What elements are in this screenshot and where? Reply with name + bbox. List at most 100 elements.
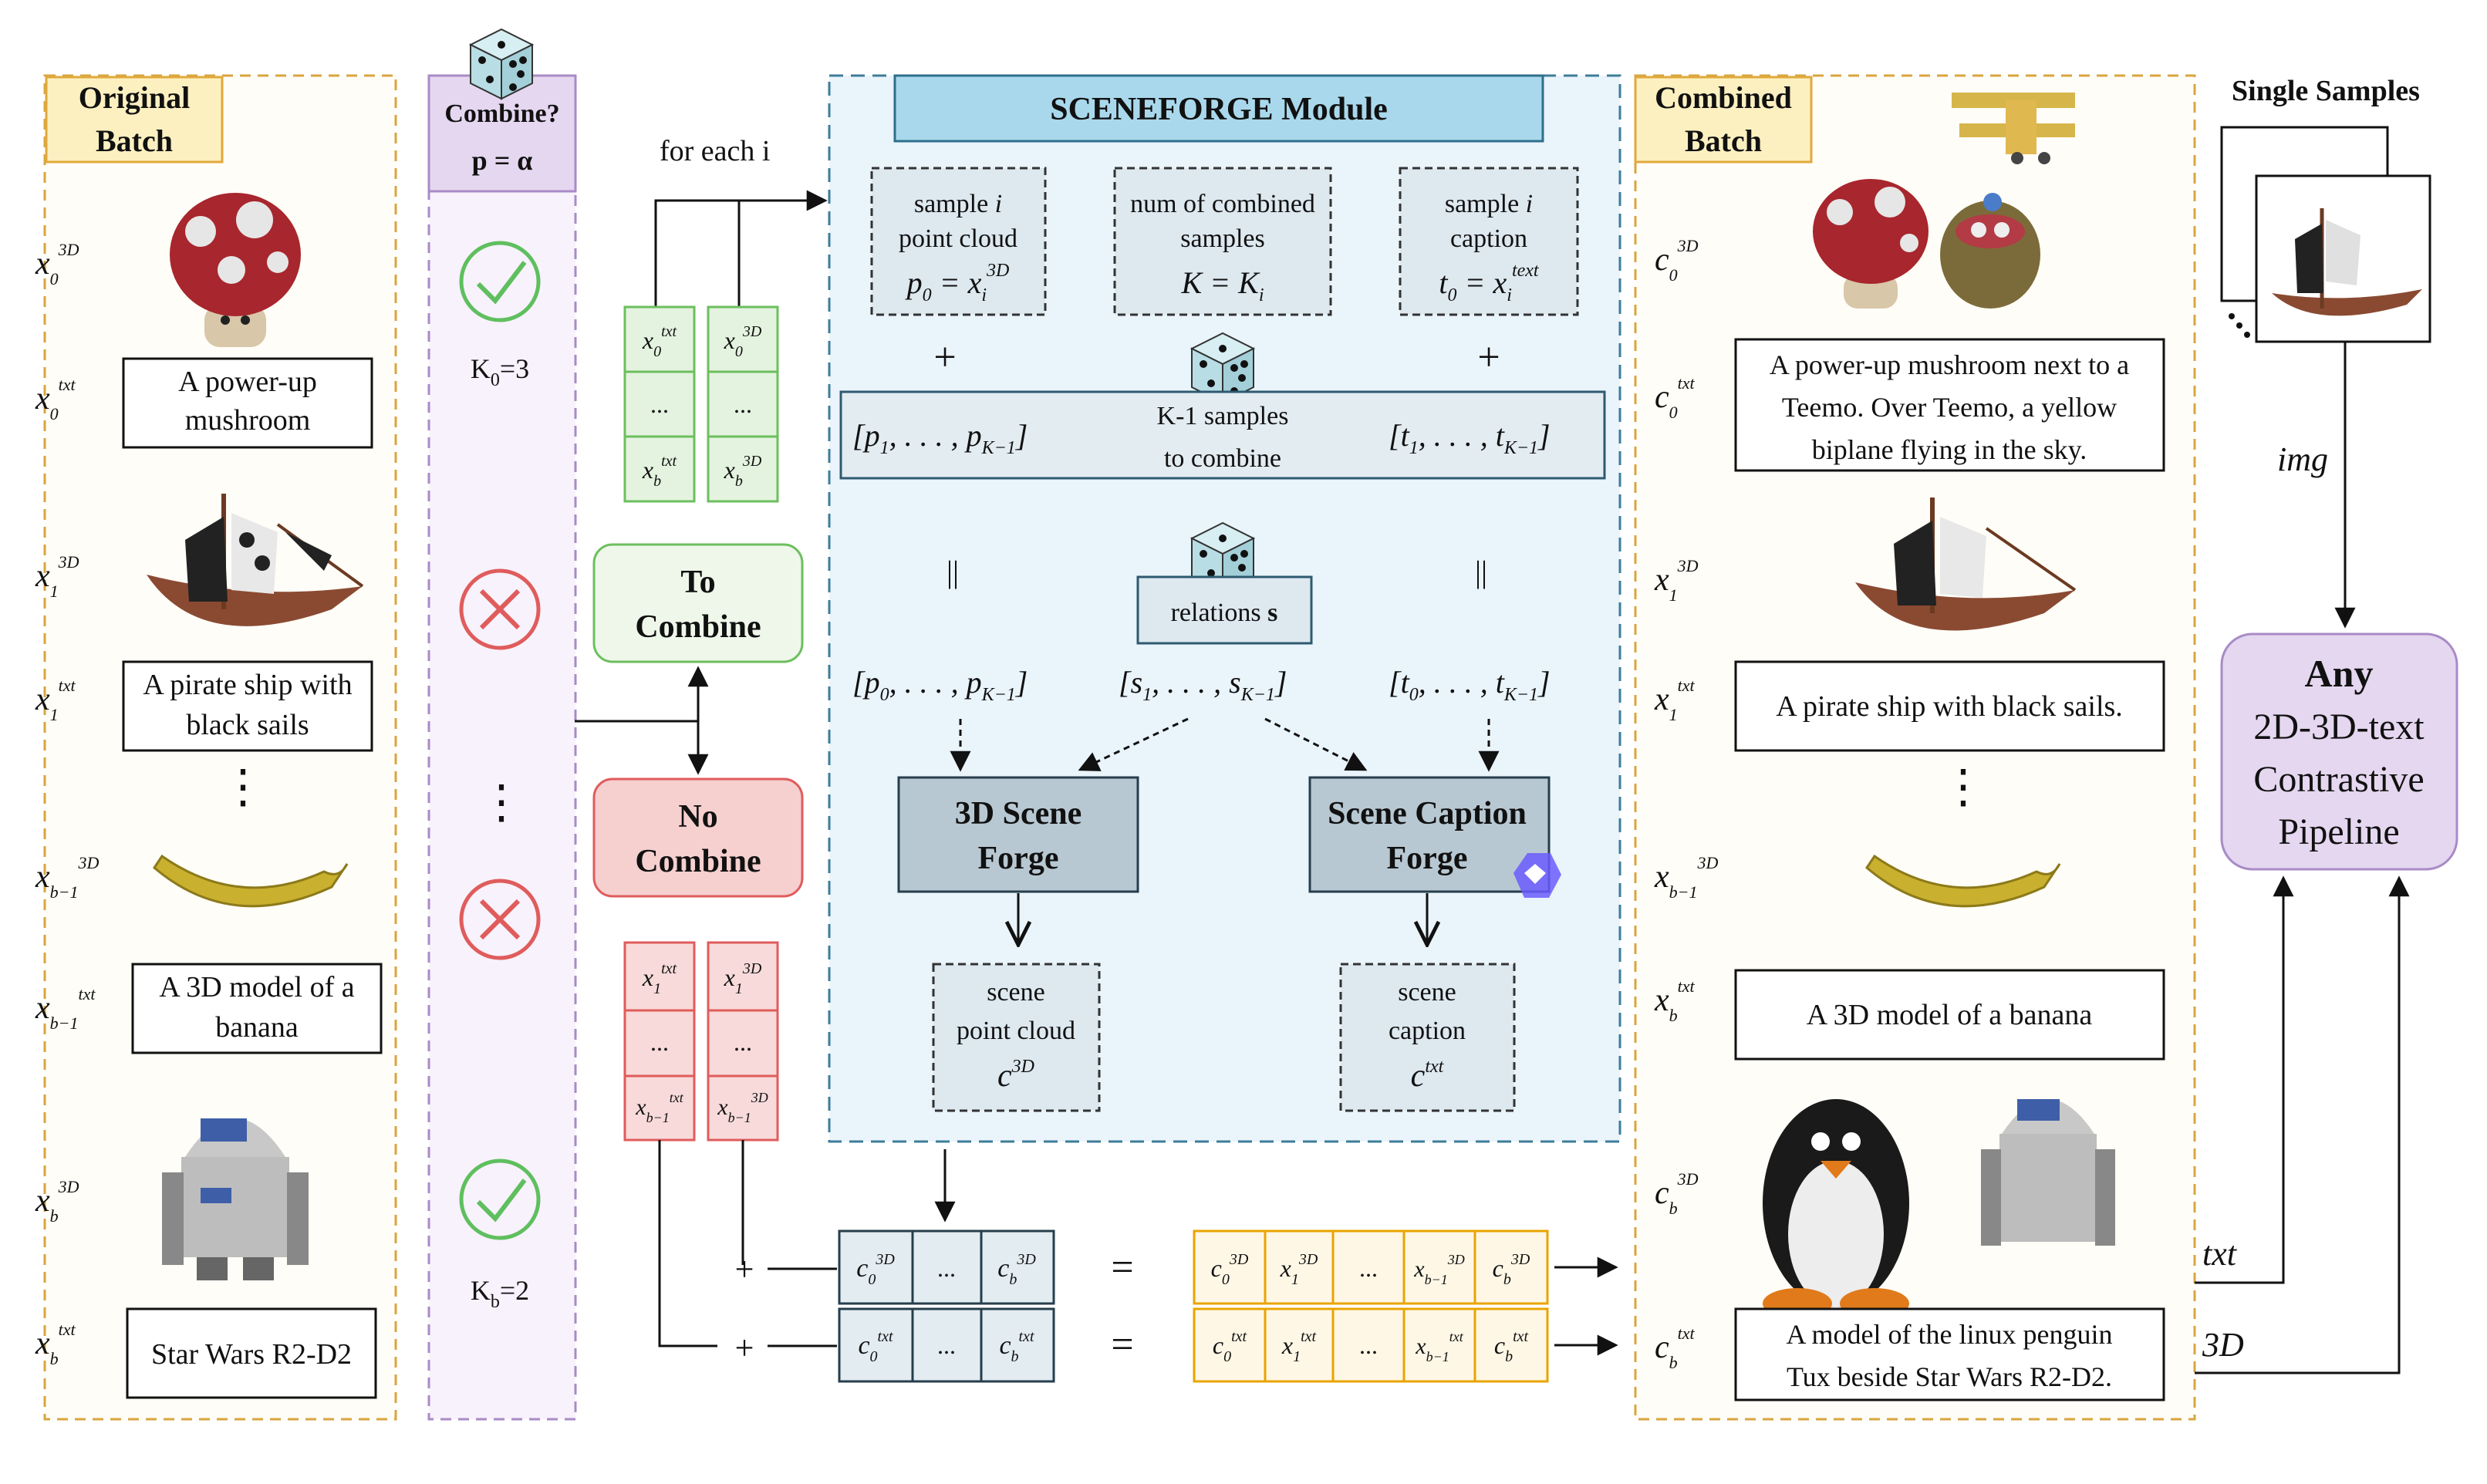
to-combine-1: To xyxy=(680,565,715,600)
out3d-1: scene xyxy=(987,978,1045,1007)
r2d2-image xyxy=(162,1118,309,1280)
eq-left: || xyxy=(947,555,959,589)
combine-dots: ⋮ xyxy=(478,777,525,828)
no-combine-2: Combine xyxy=(635,844,761,879)
sceneforge-module: SCENEFORGE Module sample i point cloud p… xyxy=(828,74,1621,1143)
forge-3d-1: 3D Scene xyxy=(955,796,1082,831)
to-combine-2: Combine xyxy=(635,609,761,645)
svg-text:...: ... xyxy=(650,390,669,418)
box3-line1: sample i xyxy=(1445,190,1533,218)
red-cells-txt: x1txt ... xb−1txt xyxy=(623,941,696,1142)
banana-image xyxy=(153,854,349,908)
cross-icon-1 xyxy=(459,568,541,650)
forge-cap-2: Forge xyxy=(1387,841,1468,876)
threeD-label: 3D xyxy=(2202,1326,2244,1364)
img-label: img xyxy=(2277,440,2328,478)
combined-batch-title-1: Combined xyxy=(1655,80,1792,115)
combined-batch-panel: Combined Batch c03D c0txt A power-up mus… xyxy=(1634,74,2196,1421)
combine-title: Combine? xyxy=(444,99,559,128)
dice-icon-combine xyxy=(468,28,535,100)
plus-3d: + xyxy=(735,1250,754,1288)
combined-batch-title-2: Batch xyxy=(1685,123,1762,158)
ksamples-2: to combine xyxy=(1164,444,1281,473)
caption-ship-1: A pirate ship with xyxy=(143,669,352,701)
routing: for each i x0txt ... xbtxt x03D ... xb3D… xyxy=(575,135,837,1367)
combined-row-txt: c0txt x1txt ... xb−1txt cbtxt xyxy=(1193,1307,1549,1383)
ksamples-1: K-1 samples xyxy=(1157,402,1289,430)
pirate-ship-image-combined xyxy=(1855,497,2077,631)
plus-left: + xyxy=(933,336,956,379)
box3-line2: caption xyxy=(1450,224,1527,253)
teemo-image xyxy=(1940,193,2040,309)
equals-3d: = xyxy=(1111,1246,1133,1290)
outcap-1: scene xyxy=(1398,978,1456,1007)
scene-row-3d: c03D ... cb3D xyxy=(838,1229,1055,1305)
box2-eq: K = Ki xyxy=(1180,265,1264,305)
t-list: [t1, . . . , tK−1] xyxy=(1389,418,1551,458)
out3d-2: point cloud xyxy=(957,1017,1075,1045)
equals-txt: = xyxy=(1111,1323,1133,1367)
pipeline-section: Single Samples img Any 2D-3D-text Contra… xyxy=(2195,75,2458,1374)
for-each-label: for each i xyxy=(660,135,770,167)
capb-line2: Tux beside Star Wars R2-D2. xyxy=(1787,1361,2112,1392)
box2-line2: samples xyxy=(1180,224,1265,253)
no-combine-box xyxy=(592,777,804,898)
cap1: A pirate ship with black sails. xyxy=(1776,690,2123,723)
combine-prob: p = α xyxy=(472,145,533,176)
forge-3d-box xyxy=(897,776,1139,893)
combined-dots: ⋮ xyxy=(1940,761,1986,812)
biplane-image xyxy=(1952,93,2075,164)
forge-cap-1: Scene Caption xyxy=(1328,796,1527,831)
module-title: SCENEFORGE Module xyxy=(1050,92,1388,127)
single-samples-stack xyxy=(2220,126,2431,343)
no-combine-1: No xyxy=(678,799,717,835)
caption-mushroom-1: A power-up xyxy=(178,366,317,398)
dice-icon-ksamples xyxy=(1190,332,1256,404)
mushroom-image-combined xyxy=(1813,179,1929,309)
caption-banana-1: A 3D model of a xyxy=(159,971,354,1003)
box2-line1: num of combined xyxy=(1130,190,1315,218)
scene-rows: c03D ... cb3D c0txt ... cbtxt = = c03D x… xyxy=(838,1229,1618,1383)
pipeline-line3: Contrastive xyxy=(2253,759,2424,800)
txt-label: txt xyxy=(2202,1235,2238,1273)
green-cells-3d: x03D ... xb3D xyxy=(707,305,779,503)
r2d2-image-combined xyxy=(1981,1099,2115,1246)
svg-text:...: ... xyxy=(1359,1331,1378,1359)
pipeline-line2: 2D-3D-text xyxy=(2253,707,2425,747)
caption-banana-2: banana xyxy=(215,1011,299,1044)
svg-text:...: ... xyxy=(734,390,752,418)
cap0-line2: Teemo. Over Teemo, a yellow xyxy=(1782,392,2117,423)
pipeline-box xyxy=(2220,632,2458,871)
pipeline-line4: Pipeline xyxy=(2278,811,2399,852)
to-combine-box xyxy=(592,543,804,663)
cap0-line3: biplane flying in the sky. xyxy=(1812,434,2087,465)
plus-txt: + xyxy=(735,1329,754,1367)
banana-image-combined xyxy=(1865,854,2061,908)
box1-line1: sample i xyxy=(914,190,1002,218)
cross-icon-2 xyxy=(459,879,541,960)
combine-column: Combine? p = α K0=3 ⋮ xyxy=(427,28,577,1421)
eq-right: || xyxy=(1475,555,1487,589)
llm-logo-icon xyxy=(1513,853,1561,898)
svg-text:...: ... xyxy=(937,1331,956,1359)
box1-line2: point cloud xyxy=(899,224,1017,253)
caption-ship-2: black sails xyxy=(186,709,309,741)
original-batch-title-2: Batch xyxy=(96,123,173,158)
svg-text:...: ... xyxy=(734,1028,752,1056)
plus-right: + xyxy=(1477,336,1500,379)
scene-row-txt: c0txt ... cbtxt xyxy=(838,1307,1055,1383)
cap0-line1: A power-up mushroom next to a xyxy=(1770,349,2129,380)
pirate-ship-image xyxy=(147,494,364,626)
check-icon-0 xyxy=(459,241,541,322)
svg-text:...: ... xyxy=(650,1028,669,1056)
forge-caption-box xyxy=(1308,776,1551,893)
check-icon-b xyxy=(459,1159,541,1240)
caption-mushroom-2: mushroom xyxy=(185,404,311,437)
single-samples-label: Single Samples xyxy=(2232,75,2420,107)
green-cells-txt: x0txt ... xbtxt xyxy=(623,305,696,503)
outcap-2: caption xyxy=(1389,1017,1466,1045)
svg-text:...: ... xyxy=(1359,1254,1378,1282)
combined-row-3d: c03D x13D ... xb−13D cb3D xyxy=(1193,1229,1549,1305)
orig-row-0: x03D x0txt A power-up mushroom xyxy=(35,193,373,449)
